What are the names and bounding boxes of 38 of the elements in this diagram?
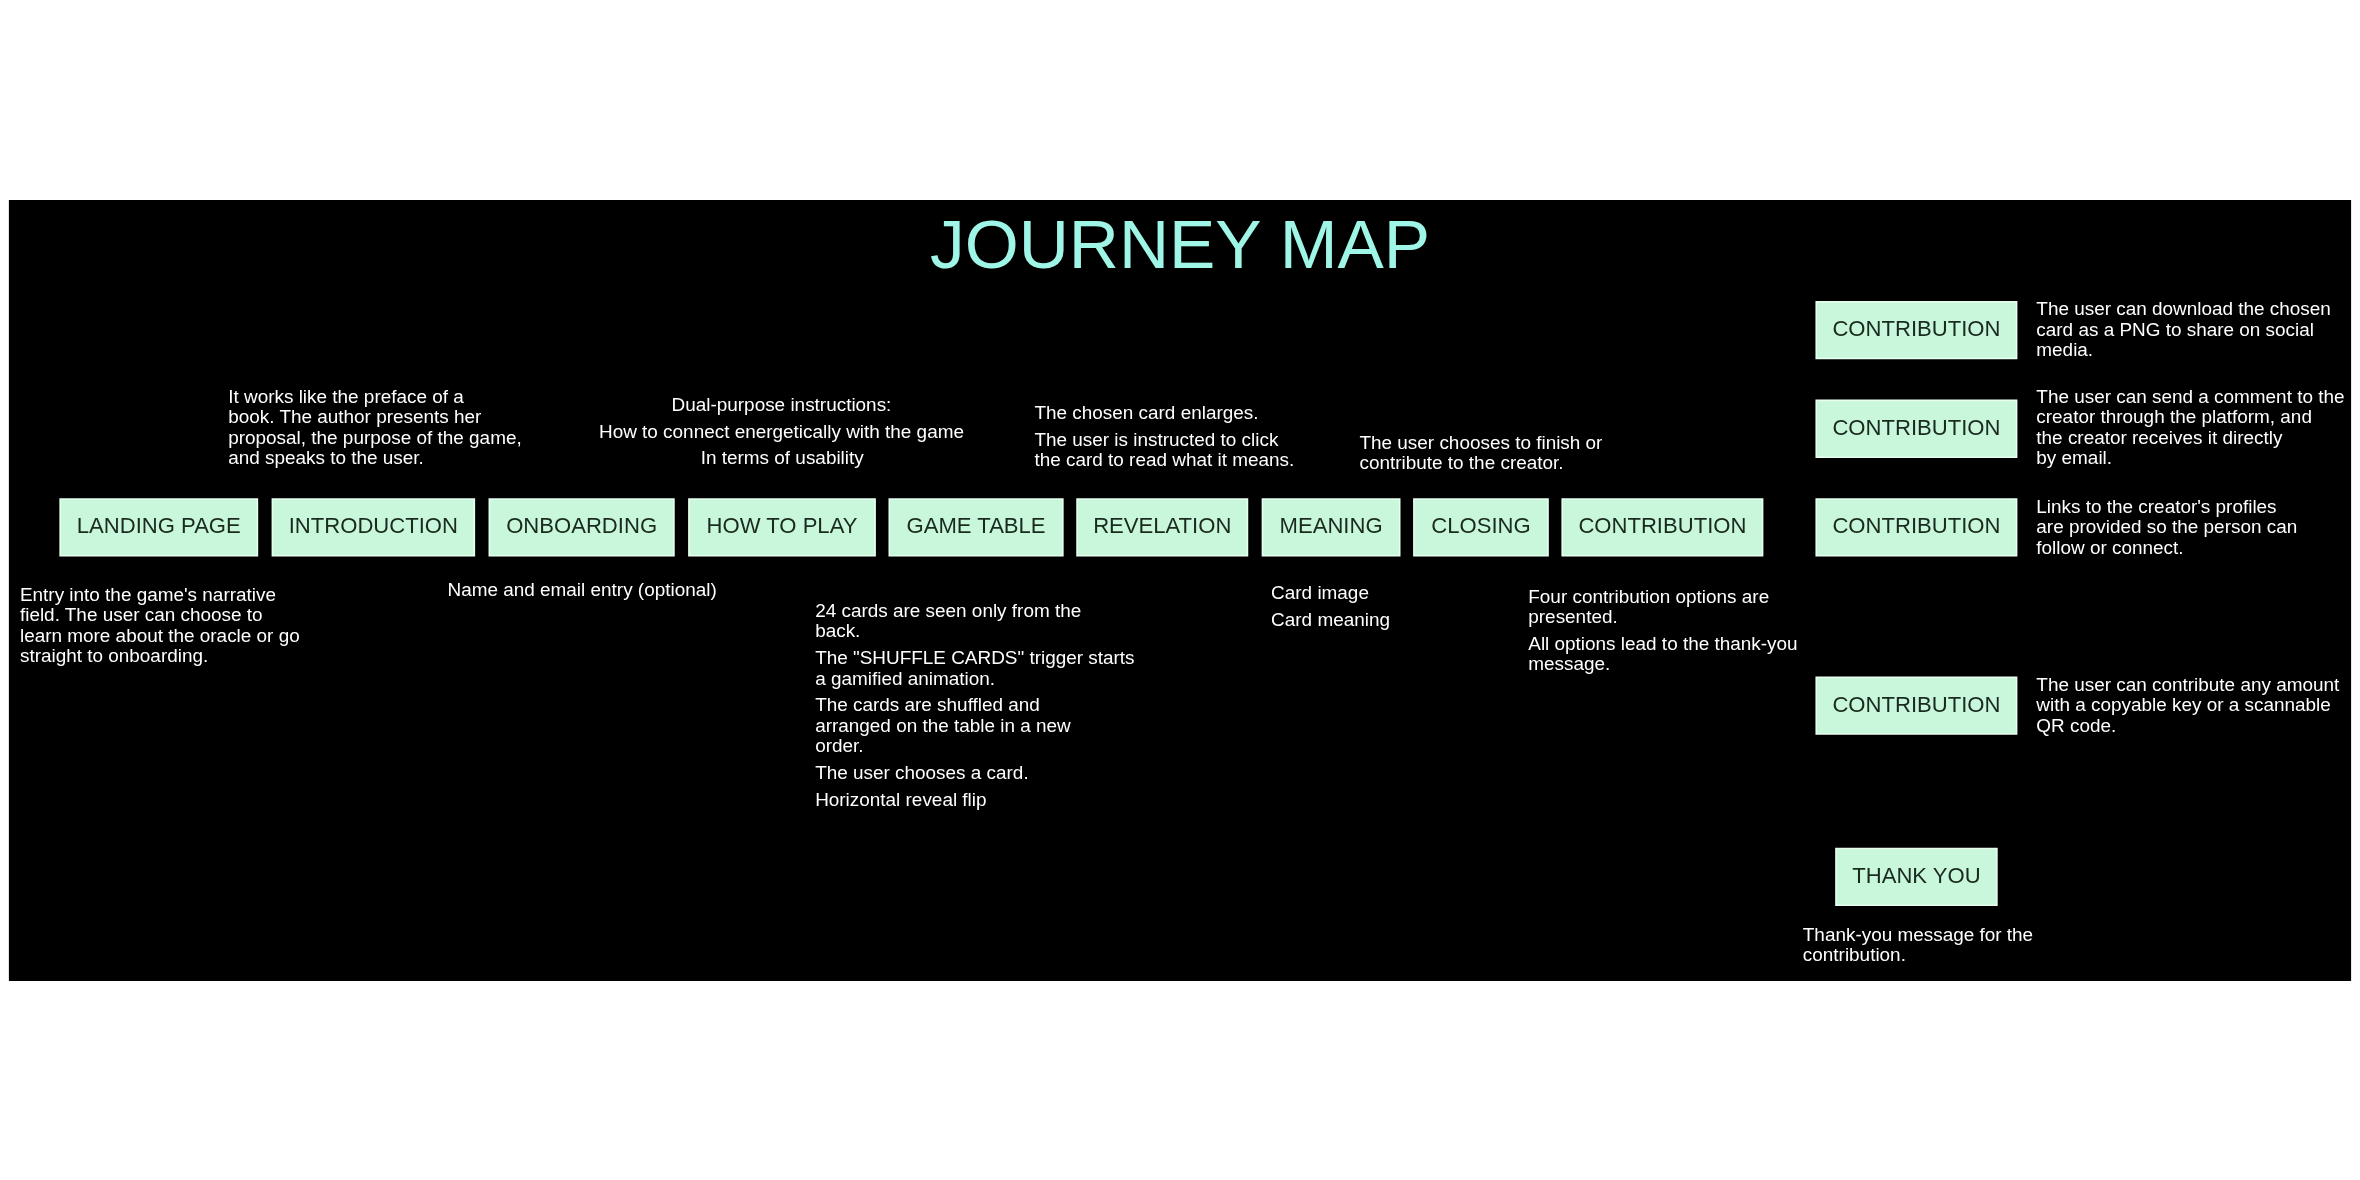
node-label: The chosen card enlarges.	[1034, 401, 1259, 423]
node-label: The cards are shuffled and arranged on the table in a new order.	[815, 693, 1071, 756]
node-box: CONTRIBUTION	[1815, 399, 2018, 458]
node-box: THANK YOU	[1835, 847, 1998, 906]
node-label: Four contribution options are presented.	[1528, 584, 1770, 627]
node-box: CONTRIBUTION	[1815, 676, 2018, 735]
node-label: The user is instructed to click the card to read what it means.	[1034, 428, 1295, 470]
node-label: Name and email entry (optional)	[447, 578, 717, 600]
node-label: The user chooses to finish or contribute to the creator.	[1359, 431, 1603, 473]
node-label: 24 cards are seen only from the back.	[815, 599, 1082, 641]
node-box: GAME TABLE	[888, 497, 1064, 557]
node-label: The user can send a comment to the creator through the platform, and the creator receives it directly by email.	[2036, 385, 2345, 468]
node-box: CONTRIBUTION	[1815, 300, 2018, 359]
node-label: Thank-you message for the contribution.	[1802, 923, 2034, 965]
node-box: CONTRIBUTION	[1561, 497, 1764, 557]
node-label: All options lead to the thank-you message.	[1528, 632, 1798, 674]
node-label: Entry into the game's narrative field. The user can choose to learn more about the oracle or go straight to onboarding.	[19, 583, 300, 666]
node-label: How to connect energetically with the game	[598, 420, 964, 442]
diagram-title: JOURNEY MAP	[929, 204, 1431, 283]
node-label: The "SHUFFLE CARDS" trigger starts a gamified animation.	[815, 646, 1135, 689]
node-label: Card meaning	[1271, 608, 1390, 630]
node-box: LANDING PAGE	[59, 497, 259, 557]
node-label: The user chooses a card.	[815, 761, 1029, 783]
node-box: MEANING	[1261, 497, 1401, 557]
node-box: REVELATION	[1076, 497, 1249, 557]
node-box: CONTRIBUTION	[1815, 497, 2018, 557]
node-box: HOW TO PLAY	[688, 497, 876, 557]
node-box: ONBOARDING	[488, 497, 675, 557]
node-box: CLOSING	[1413, 497, 1549, 557]
node-label: The user can contribute any amount with a copyable key or a scannable QR code.	[2036, 673, 2340, 736]
node-box: INTRODUCTION	[271, 497, 476, 557]
node-label: Dual-purpose instructions:	[671, 393, 892, 415]
node-label: The user can download the chosen card as a PNG to share on social media.	[2036, 297, 2331, 360]
node-label: It works like the preface of a book. The author presents her proposal, the purpose of the game, and speaks to the user.	[228, 385, 522, 468]
node-label: In terms of usability	[700, 446, 864, 468]
node-label: Horizontal reveal flip	[815, 788, 987, 810]
node-label: Links to the creator's profiles are provided so the person can follow or connect.	[2036, 495, 2298, 558]
node-label: Card image	[1271, 581, 1369, 603]
